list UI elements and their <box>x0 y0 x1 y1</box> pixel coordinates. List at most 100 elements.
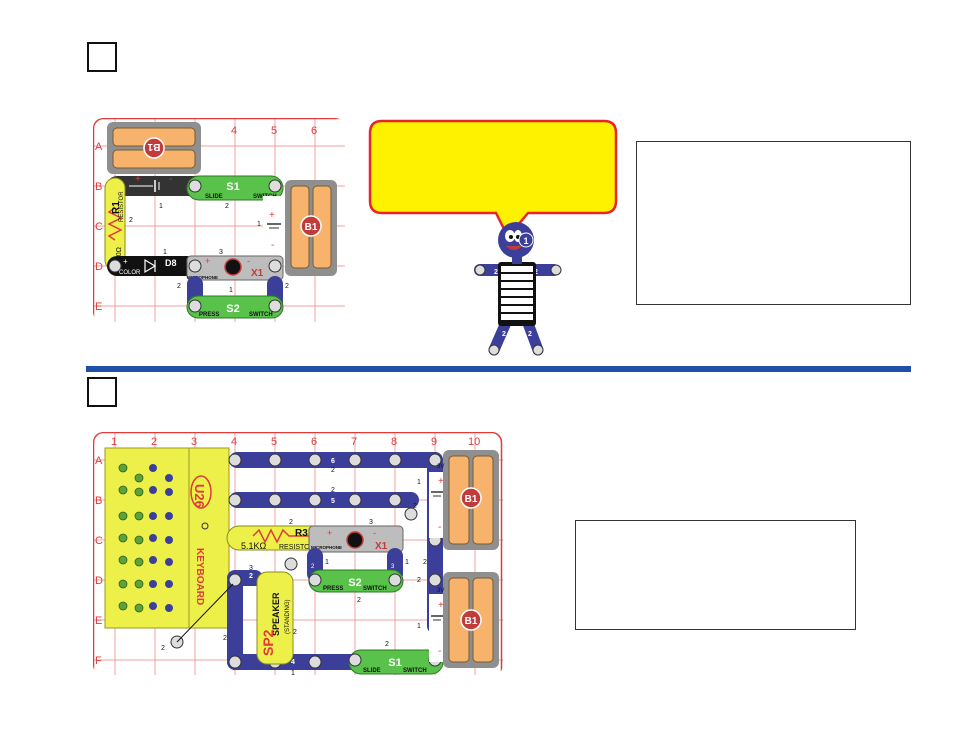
svg-text:4: 4 <box>231 436 237 448</box>
col-label-6: 6 <box>311 125 317 137</box>
svg-text:RESISTOR: RESISTOR <box>279 544 315 551</box>
svg-text:3V: 3V <box>437 464 444 470</box>
svg-text:B1: B1 <box>465 494 478 505</box>
svg-text:2: 2 <box>331 467 335 474</box>
svg-text:X1: X1 <box>251 268 264 279</box>
svg-text:+: + <box>327 528 332 538</box>
svg-text:-: - <box>271 240 274 251</box>
battery-b1-left: B1 <box>107 122 201 174</box>
b1-left-label: B1 <box>147 141 160 152</box>
svg-text:MICROPHONE: MICROPHONE <box>311 545 342 550</box>
battery-b1-right: B1 <box>285 180 337 276</box>
keyboard-u26: U26 KEYBOARD <box>104 447 230 629</box>
row-label-e: E <box>95 301 102 313</box>
svg-text:(STANDING): (STANDING) <box>285 599 291 634</box>
svg-text:4: 4 <box>291 659 295 666</box>
svg-text:1: 1 <box>229 287 233 294</box>
svg-text:3: 3 <box>369 519 373 526</box>
svg-text:1: 1 <box>163 249 167 256</box>
svg-text:SLIDE: SLIDE <box>363 668 381 674</box>
instruction-box-bottom <box>575 520 856 630</box>
svg-text:S2: S2 <box>226 303 239 315</box>
mascot-leg-left-label: 2 <box>502 331 506 338</box>
svg-text:2: 2 <box>311 564 315 570</box>
svg-text:SP2: SP2 <box>260 629 276 656</box>
svg-text:C: C <box>95 535 103 547</box>
svg-text:3: 3 <box>191 436 197 448</box>
resistor-r3: R3 5.1KΩ RESISTOR <box>226 525 336 551</box>
microphone-x1-bottom: + - MICROPHONE X1 <box>308 525 404 553</box>
circuit-diagram-top: 4 5 6 A B C D E B1 + - S1 SLIDE SWITCH 1… <box>93 118 345 322</box>
section-divider <box>86 366 911 372</box>
svg-text:B1: B1 <box>305 222 318 233</box>
svg-text:+: + <box>135 174 141 185</box>
svg-text:COLOR: COLOR <box>119 270 141 276</box>
svg-text:9: 9 <box>431 436 437 448</box>
svg-text:1: 1 <box>325 559 329 566</box>
svg-text:-: - <box>247 256 250 266</box>
svg-text:2: 2 <box>357 597 361 604</box>
svg-text:2: 2 <box>289 519 293 526</box>
mascot-leg-right-label: 2 <box>528 331 532 338</box>
svg-text:2: 2 <box>385 641 389 648</box>
svg-text:PRESS: PRESS <box>323 586 343 592</box>
svg-text:+: + <box>205 256 210 266</box>
svg-text:2: 2 <box>225 203 229 210</box>
svg-text:1: 1 <box>111 436 117 448</box>
press-switch-s2: S2 PRESS SWITCH <box>186 295 284 319</box>
svg-text:-: - <box>438 646 441 657</box>
slide-switch-s1-bottom: S1 SLIDE SWITCH <box>348 649 444 675</box>
mascot-badge-label: 1 <box>523 236 528 246</box>
mascot-arm-left-label: 2 <box>494 269 498 276</box>
svg-text:+: + <box>123 257 128 266</box>
svg-text:5: 5 <box>271 436 277 448</box>
svg-text:100Ω: 100Ω <box>116 247 123 264</box>
svg-text:1: 1 <box>417 623 421 630</box>
svg-text:-: - <box>373 528 376 538</box>
svg-text:SWITCH: SWITCH <box>403 668 427 674</box>
battery-b1-bottom-top: B1 <box>443 450 499 550</box>
svg-text:7: 7 <box>351 436 357 448</box>
row-label-b: B <box>95 181 102 193</box>
row-label-a: A <box>95 141 103 153</box>
slide-switch-s1: S1 SLIDE SWITCH <box>186 175 284 201</box>
svg-text:2: 2 <box>161 645 165 652</box>
svg-text:SPEAKER: SPEAKER <box>271 592 281 636</box>
instruction-box-top <box>636 141 911 305</box>
svg-text:PRESS: PRESS <box>199 312 219 318</box>
svg-text:2: 2 <box>417 577 421 584</box>
circuit-diagram-bottom: 1 2 3 4 5 6 7 8 9 10 A B C D E F U2 <box>93 432 503 675</box>
svg-text:10: 10 <box>468 436 480 448</box>
svg-text:2: 2 <box>177 283 181 290</box>
svg-text:5: 5 <box>331 498 335 505</box>
led-d8: + D8 COLOR <box>107 256 197 276</box>
svg-text:S1: S1 <box>388 657 401 669</box>
svg-text:+: + <box>438 600 444 611</box>
svg-text:+: + <box>269 210 275 221</box>
section-2-checkbox[interactable] <box>87 377 117 407</box>
svg-text:D8: D8 <box>165 258 177 268</box>
svg-text:B: B <box>95 495 102 507</box>
svg-text:3: 3 <box>219 249 223 256</box>
svg-text:S1: S1 <box>226 181 239 193</box>
svg-text:1: 1 <box>291 670 295 675</box>
svg-text:S2: S2 <box>348 577 361 589</box>
svg-text:2: 2 <box>249 573 253 580</box>
svg-text:2: 2 <box>293 629 297 636</box>
svg-text:2: 2 <box>331 487 335 494</box>
section-1-checkbox[interactable] <box>87 42 117 72</box>
svg-text:2: 2 <box>223 635 227 642</box>
battery-b1-bottom-bottom: B1 <box>443 572 499 668</box>
svg-text:5.1KΩ: 5.1KΩ <box>241 541 267 551</box>
svg-text:1: 1 <box>405 559 409 566</box>
svg-text:F: F <box>95 655 102 667</box>
resistor-r1: R1 RESISTOR 100Ω <box>104 177 126 271</box>
svg-text:2: 2 <box>151 436 157 448</box>
svg-text:R3: R3 <box>295 528 308 539</box>
svg-text:6: 6 <box>331 458 335 465</box>
svg-text:1: 1 <box>417 479 421 486</box>
svg-text:R1: R1 <box>111 201 122 214</box>
svg-text:SWITCH: SWITCH <box>363 586 387 592</box>
svg-text:MICROPHONE: MICROPHONE <box>187 275 218 280</box>
svg-text:6: 6 <box>311 436 317 448</box>
